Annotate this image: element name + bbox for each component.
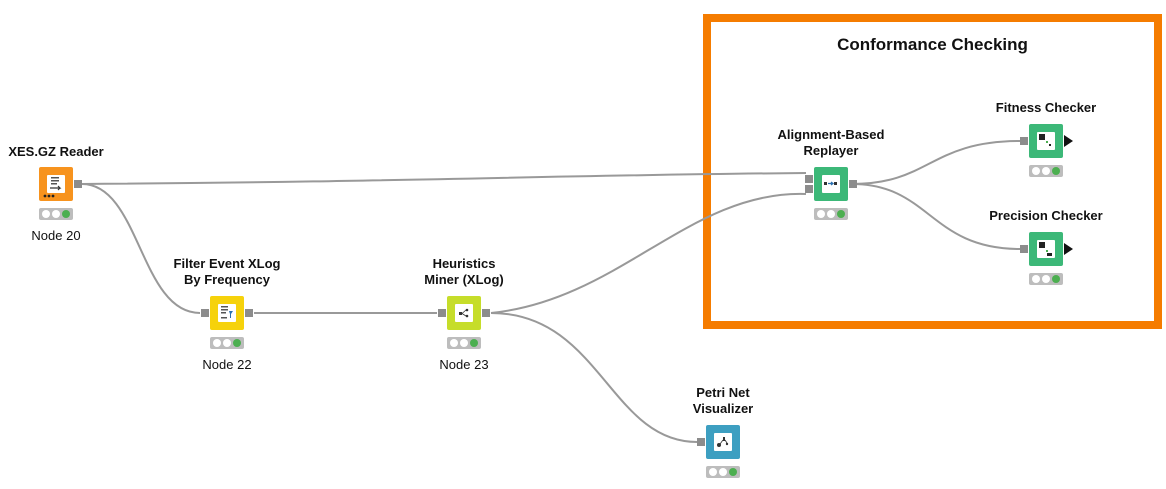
- status-lights: [814, 208, 848, 220]
- connection-replayer-fitness: [851, 140, 1021, 185]
- annotation-title: Conformance Checking: [837, 35, 1028, 54]
- connection-reader-filter: [81, 183, 201, 314]
- connection-miner-replayer: [490, 192, 807, 314]
- connection-reader-replayer: [81, 172, 807, 185]
- file-reader-icon[interactable]: [39, 167, 73, 201]
- flow-variable-output-arrow[interactable]: [1064, 135, 1073, 147]
- node-label-line1: Alignment-Based: [777, 127, 885, 142]
- node-label-line1: Heuristics: [432, 256, 496, 271]
- status-lights: [1029, 165, 1063, 177]
- output-port[interactable]: [74, 180, 82, 188]
- output-port[interactable]: [849, 180, 857, 188]
- flow-variable-output-arrow[interactable]: [1064, 243, 1073, 255]
- status-lights: [1029, 273, 1063, 285]
- status-lights: [39, 208, 73, 220]
- connection-miner-visualizer: [490, 312, 698, 443]
- node-caption[interactable]: Node 20: [31, 228, 81, 243]
- input-port[interactable]: [438, 309, 446, 317]
- node-label-line2: By Frequency: [184, 272, 270, 287]
- node-label: XES.GZ Reader: [8, 144, 104, 159]
- miner-icon[interactable]: [447, 296, 481, 330]
- status-lights: [447, 337, 481, 349]
- petri-net-icon[interactable]: [706, 425, 740, 459]
- fitness-icon[interactable]: [1029, 124, 1063, 158]
- annotation-box[interactable]: Conformance Checking: [703, 14, 1162, 329]
- node-label-line1: Petri Net: [696, 385, 750, 400]
- node-label-line1: Filter Event XLog: [173, 256, 281, 271]
- node-label: Fitness Checker: [995, 100, 1097, 115]
- node-label-line2: Replayer: [803, 143, 859, 158]
- filter-icon[interactable]: [210, 296, 244, 330]
- node-label: Alignment-Based Replayer: [741, 127, 921, 159]
- node-label: Petri Net Visualizer: [633, 385, 813, 417]
- node-label-line2: Miner (XLog): [424, 272, 504, 287]
- node-label: Precision Checker: [989, 208, 1103, 223]
- node-caption[interactable]: Node 23: [439, 357, 489, 372]
- status-lights: [706, 466, 740, 478]
- status-lights: [210, 337, 244, 349]
- input-port[interactable]: [697, 438, 705, 446]
- replayer-icon[interactable]: [814, 167, 848, 201]
- output-port[interactable]: [245, 309, 253, 317]
- input-port[interactable]: [1020, 137, 1028, 145]
- input-port-log[interactable]: [805, 175, 813, 183]
- precision-icon[interactable]: [1029, 232, 1063, 266]
- input-port-model[interactable]: [805, 185, 813, 193]
- output-port[interactable]: [482, 309, 490, 317]
- node-label-line2: Visualizer: [692, 401, 754, 416]
- node-caption[interactable]: Node 22: [202, 357, 252, 372]
- input-port[interactable]: [201, 309, 209, 317]
- node-label: Filter Event XLog By Frequency: [137, 256, 317, 288]
- node-label: Heuristics Miner (XLog): [374, 256, 554, 288]
- connection-replayer-precision: [851, 183, 1021, 250]
- input-port[interactable]: [1020, 245, 1028, 253]
